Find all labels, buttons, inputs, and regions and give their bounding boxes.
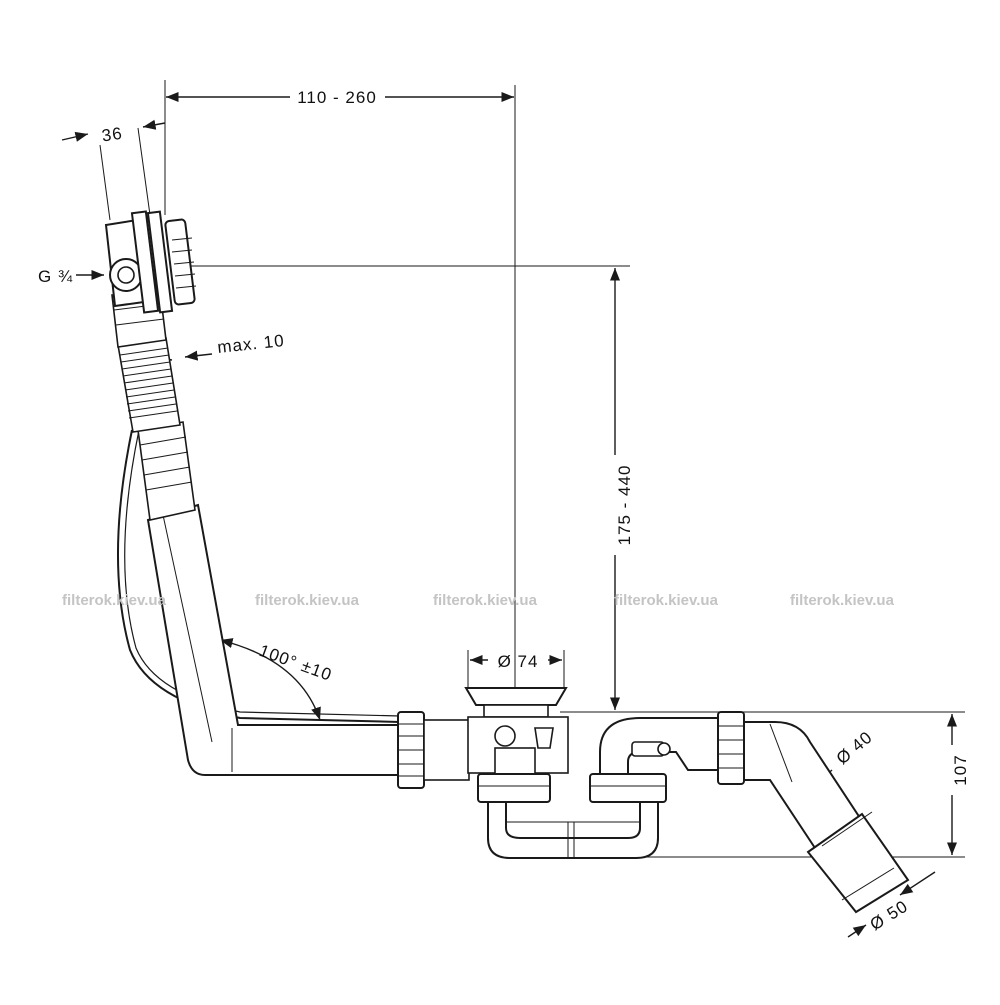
outlet-elbow [743, 721, 910, 914]
watermark-text: filterok.kiev.ua [255, 592, 360, 609]
dim-trap-height: 107 [951, 754, 970, 785]
drain-fitting [464, 687, 569, 777]
watermark-text: filterok.kiev.ua [62, 592, 167, 609]
dim-top-span: 110 - 260 [297, 88, 377, 107]
extension-lines [99, 80, 965, 858]
trap [477, 773, 667, 859]
hose-ribs [119, 347, 178, 419]
trap-riser [599, 717, 721, 775]
watermark-text: filterok.kiev.ua [614, 592, 719, 609]
dim-max-gap: max. 10 [216, 331, 285, 357]
union-nut-right [717, 711, 745, 785]
watermark-text: filterok.kiev.ua [433, 592, 538, 609]
dim-drain-diameter: Ø 74 [498, 652, 539, 671]
dim-thread: G ¾ [38, 267, 73, 286]
dim-height-range: 175 - 440 [615, 465, 634, 546]
union-nut-left [397, 711, 470, 789]
watermarks: filterok.kiev.ua filterok.kiev.ua filter… [62, 592, 895, 609]
overflow-head [104, 210, 197, 314]
dim-pipe-diameter: Ø 40 [833, 727, 877, 768]
watermark-text: filterok.kiev.ua [790, 592, 895, 609]
dim-angle: 100° ±10 [257, 641, 335, 685]
dim-flange-width: 36 [101, 124, 124, 146]
pipe-assembly [104, 210, 910, 914]
